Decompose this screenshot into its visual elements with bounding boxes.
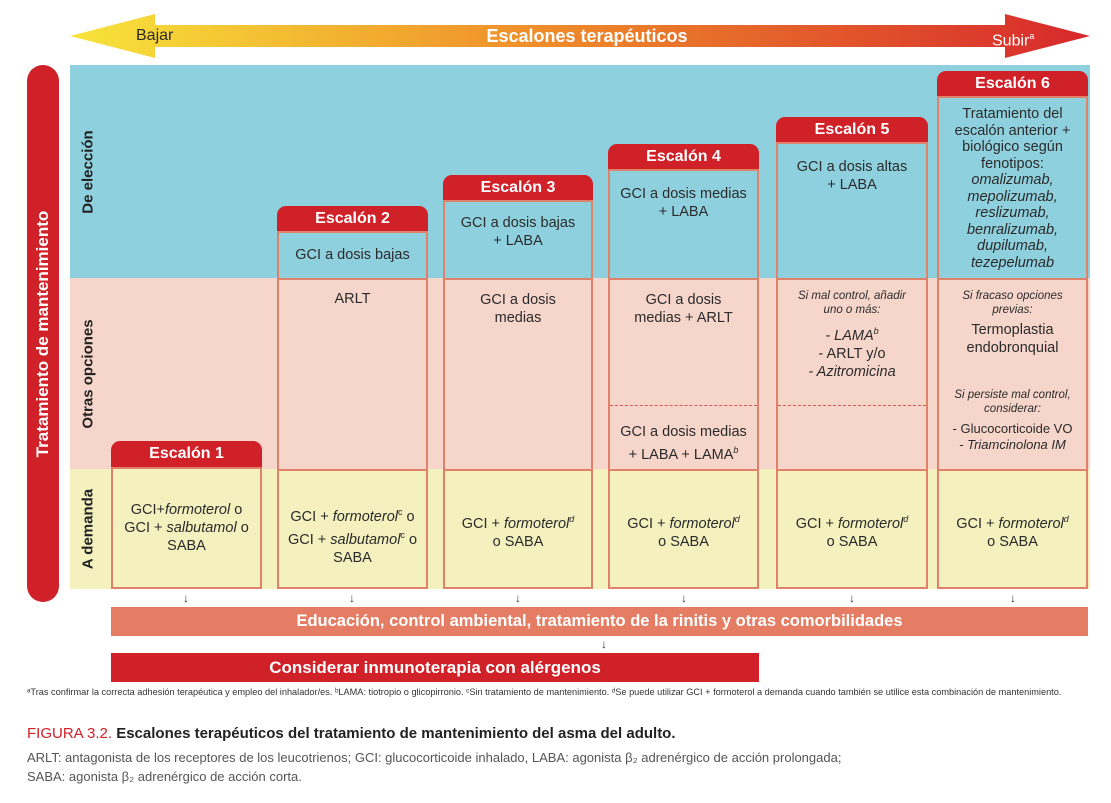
education-bar: Educación, control ambiental, tratamient… [111,607,1088,636]
down-arrow-icon: ↓ [515,591,521,605]
row-label-eleccion: De elección [79,129,97,214]
step-5-demanda-text: GCI + formoterold o SABA [795,514,909,550]
step-4-divider-1 [608,278,759,280]
step-6-persist-list: - Glucocorticoide VO- Triamcinolona IM [952,421,1073,452]
arrow-right-label: Subira [992,31,1035,50]
step-2-otras: ARLT [334,291,371,307]
row-label-otras: Otras opciones [79,318,97,429]
step-3-eleccion: GCI a dosis bajas+ LABA [460,215,576,249]
step-4-column [608,169,759,589]
down-arrow-icon: ↓ [601,637,607,651]
row-label-demanda: A demanda [79,488,97,570]
step-2-divider-2 [277,469,428,471]
step-2-header: Escalón 2 [277,206,428,232]
down-arrow-icon: ↓ [1010,591,1016,605]
step-3-header: Escalón 3 [443,175,593,201]
arrow-title: Escalones terapéuticos [486,26,688,46]
step-3-column [443,200,593,589]
step-5-header: Escalón 5 [776,117,928,143]
step-1-demanda-text: GCI+formoterol o GCI + salbutamol o SABA [124,502,249,554]
step-5-divider-2 [776,469,928,471]
step-4-otras-b: GCI a dosis medias+ LABA + LAMAb [620,424,747,463]
step-1-header: Escalón 1 [111,441,262,467]
band-demanda [70,469,1090,589]
down-arrow-icon: ↓ [349,591,355,605]
band-otras [70,278,1090,469]
step-3-divider-1 [443,278,593,280]
down-arrow-icon: ↓ [681,591,687,605]
arrow-left-label: Bajar [136,27,174,44]
step-5-column [776,142,928,589]
step-4-dashed-divider [610,405,757,406]
step-4-demanda-text: GCI + formoterold o SABA [627,514,740,550]
step-2-eleccion: GCI a dosis bajas [295,247,410,263]
step-6-demanda-text: GCI + formoterold o SABA [956,514,1069,550]
legend-line-1: ARLT: antagonista de los receptores de l… [27,750,842,765]
step-4-header: Escalón 4 [608,144,759,170]
step-6-column [937,96,1088,589]
step-6-persist-intro: Si persiste mal control,considerar: [954,389,1071,415]
maintenance-bar [27,65,59,602]
footnote: ᵃTras confirmar la correcta adhesión ter… [27,687,1062,697]
step-5-dashed-divider [778,405,926,406]
step-6-divider-1 [937,278,1088,280]
immunotherapy-bar: Considerar inmunoterapia con alérgenos [111,653,759,682]
step-6-header: Escalón 6 [937,71,1088,97]
step-2-divider-1 [277,278,428,280]
step-3-demanda-text: GCI + formoterold o SABA [461,514,575,550]
maintenance-label: Tratamiento de mantenimiento [33,210,52,457]
step-5-otras-list: - LAMAb - ARLT y/o - Azitromicina [808,326,896,380]
step-5-eleccion: GCI a dosis altas+ LABA [796,159,908,193]
down-arrow-icon: ↓ [183,591,189,605]
step-6-divider-2 [937,469,1088,471]
step-4-divider-2 [608,469,759,471]
band-eleccion [70,65,1090,278]
step-4-eleccion: GCI a dosis medias+ LABA [620,186,747,220]
step-5-divider-1 [776,278,928,280]
step-1-demanda-box [111,467,262,589]
down-arrow-icon: ↓ [849,591,855,605]
legend-line-2: SABA: agonista β₂ adrenérgico de acción … [27,769,302,784]
step-3-divider-2 [443,469,593,471]
therapeutic-steps-arrow [70,14,1090,58]
step-2-column [277,231,428,589]
figure-caption: FIGURA 3.2. Escalones terapéuticos del t… [27,725,676,742]
step-2-demanda-text: GCI + formoterolc o GCI + salbutamolc o … [287,507,418,566]
